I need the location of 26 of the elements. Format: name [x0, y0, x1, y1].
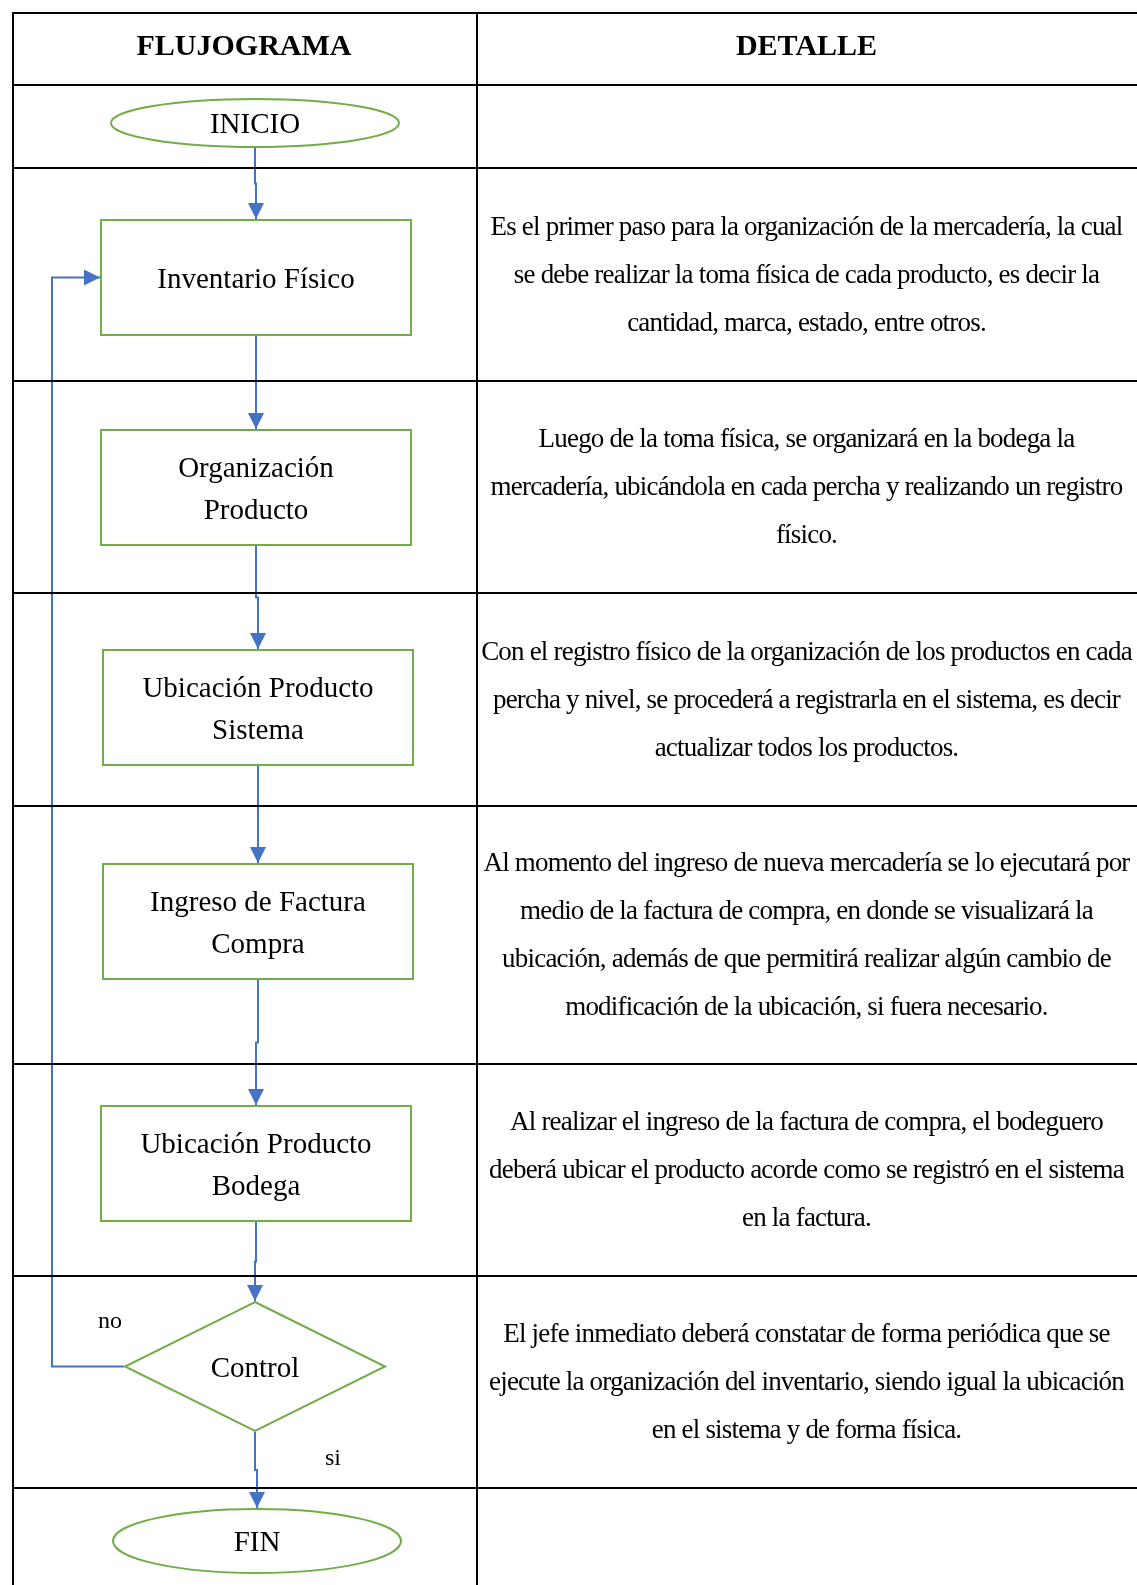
detail-text: Al momento del ingreso de nueva mercadería se lo ejecutará por medio de la factura de compra, en donde se visualizará la ubicación, además de que permitirá realizar algún cambio de modificación de la ubicación, si fuera necesario.	[482, 846, 1131, 1023]
arrow	[248, 335, 264, 430]
process-box: Ingreso de Factura Compra	[102, 863, 414, 980]
terminal-ellipse: INICIO	[110, 98, 400, 148]
arrow	[250, 545, 266, 650]
edge-label: no	[98, 1306, 122, 1334]
process-box: Ubicación Producto Sistema	[102, 649, 414, 766]
process-box: Ubicación Producto Bodega	[100, 1105, 412, 1222]
detail-text: El jefe inmediato deberá constatar de forma periódica que se ejecute la organización del inventario, siendo igual la ubicación en el sistema y de forma física.	[488, 1317, 1126, 1446]
detail-text: Luego de la toma física, se organizará en la bodega la mercadería, ubicándola en cada percha y realizando un registro físico.	[489, 422, 1124, 551]
process-box: Inventario Físico	[100, 219, 412, 336]
column-header: FLUJOGRAMA	[135, 28, 353, 62]
detail-text: Es el primer paso para la organización de la mercadería, la cual se debe realizar la toma física de cada producto, es decir la cantidad, marca, estado, entre otros.	[489, 209, 1124, 339]
process-box: Organización Producto	[100, 429, 412, 546]
detail-text: Con el registro físico de la organización de los productos en cada percha y nivel, se procederá a registrarla en el sistema, es decir actualizar todos los productos.	[480, 634, 1133, 764]
arrow	[250, 765, 266, 864]
edge-label: si	[325, 1444, 341, 1471]
detail-text: Al realizar el ingreso de la factura de compra, el bodeguero deberá ubicar el producto acorde como se registró en el sistema en la factura.	[488, 1105, 1126, 1234]
terminal-ellipse: FIN	[112, 1508, 402, 1574]
arrow	[247, 1221, 263, 1302]
arrow	[249, 1431, 265, 1509]
arrow	[248, 979, 264, 1106]
decision-diamond: Control	[124, 1301, 386, 1432]
arrow	[248, 147, 264, 220]
arrow	[51, 269, 125, 1368]
column-header: DETALLE	[734, 28, 879, 62]
